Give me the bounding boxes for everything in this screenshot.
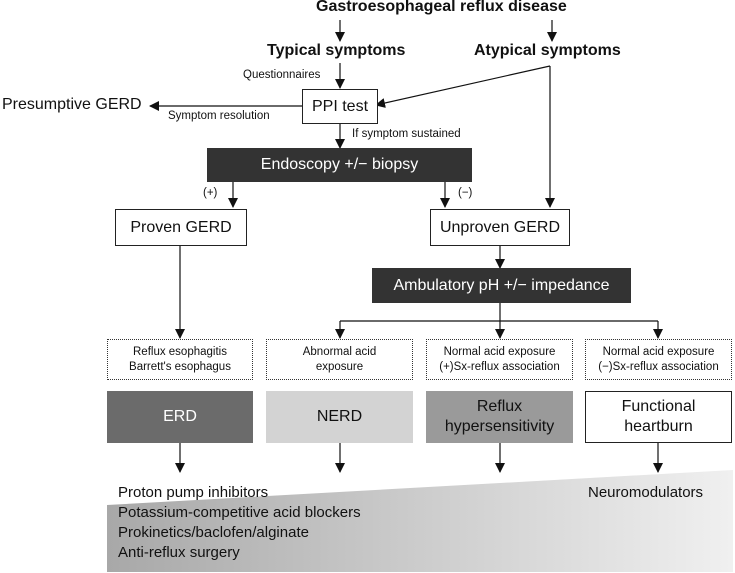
category-erd: ERD — [107, 391, 253, 443]
category-label: Reflux — [476, 398, 523, 415]
ppi-test-label: PPI test — [311, 97, 369, 115]
endoscopy-label: Endoscopy +/− biopsy — [260, 156, 419, 173]
finding-line: exposure — [315, 360, 364, 373]
typical-symptoms: Typical symptoms — [267, 42, 406, 59]
presumptive-gerd: Presumptive GERD — [2, 96, 142, 113]
finding-line: Normal acid exposure — [602, 345, 715, 358]
proven-gerd-box: Proven GERD — [115, 209, 247, 246]
endoscopy-box: Endoscopy +/− biopsy — [207, 148, 472, 182]
category-reflux-hypersensitivity: Reflux hypersensitivity — [426, 391, 573, 443]
category-label: ERD — [163, 408, 197, 425]
finding-box: Reflux esophagitis Barrett's esophagus — [107, 339, 253, 380]
category-label: Functional — [621, 398, 696, 415]
treatment-item: Prokinetics/baclofen/alginate — [118, 524, 309, 541]
if-symptom-sustained-label: If symptom sustained — [352, 128, 461, 140]
negative-label: (−) — [458, 187, 473, 199]
category-label: heartburn — [624, 418, 693, 435]
finding-box: Normal acid exposure (+)Sx-reflux associ… — [426, 339, 573, 380]
finding-line: (−)Sx-reflux association — [598, 360, 719, 373]
title: Gastroesophageal reflux disease — [316, 0, 567, 15]
ambulatory-ph-label: Ambulatory pH +/− impedance — [393, 276, 610, 294]
finding-line: Normal acid exposure — [443, 345, 556, 358]
finding-box: Normal acid exposure (−)Sx-reflux associ… — [585, 339, 732, 380]
treatment-item: Potassium-competitive acid blockers — [118, 504, 361, 521]
category-functional-heartburn: Functional heartburn — [585, 391, 732, 443]
ambulatory-ph-box: Ambulatory pH +/− impedance — [372, 268, 631, 303]
treatment-list: Proton pump inhibitors Potassium-competi… — [118, 483, 361, 563]
category-label: NERD — [316, 408, 363, 425]
finding-line: Reflux esophagitis — [133, 345, 227, 358]
unproven-gerd-box: Unproven GERD — [430, 209, 570, 246]
treatment-item: Anti-reflux surgery — [118, 544, 240, 561]
treatment-neuromodulators: Neuromodulators — [588, 484, 704, 501]
proven-gerd-label: Proven GERD — [130, 218, 232, 236]
finding-line: Abnormal acid — [302, 345, 377, 358]
questionnaires-label: Questionnaires — [243, 69, 321, 81]
atypical-symptoms: Atypical symptoms — [474, 42, 621, 59]
symptom-resolution-label: Symptom resolution — [168, 110, 270, 122]
finding-box: Abnormal acid exposure — [266, 339, 413, 380]
finding-line: Barrett's esophagus — [129, 360, 231, 373]
treatment-item: Proton pump inhibitors — [118, 484, 269, 501]
unproven-gerd-label: Unproven GERD — [439, 218, 561, 236]
category-nerd: NERD — [266, 391, 413, 443]
finding-line: (+)Sx-reflux association — [439, 360, 560, 373]
category-label: hypersensitivity — [444, 418, 555, 435]
ppi-test-box: PPI test — [302, 89, 378, 124]
positive-label: (+) — [203, 187, 218, 199]
